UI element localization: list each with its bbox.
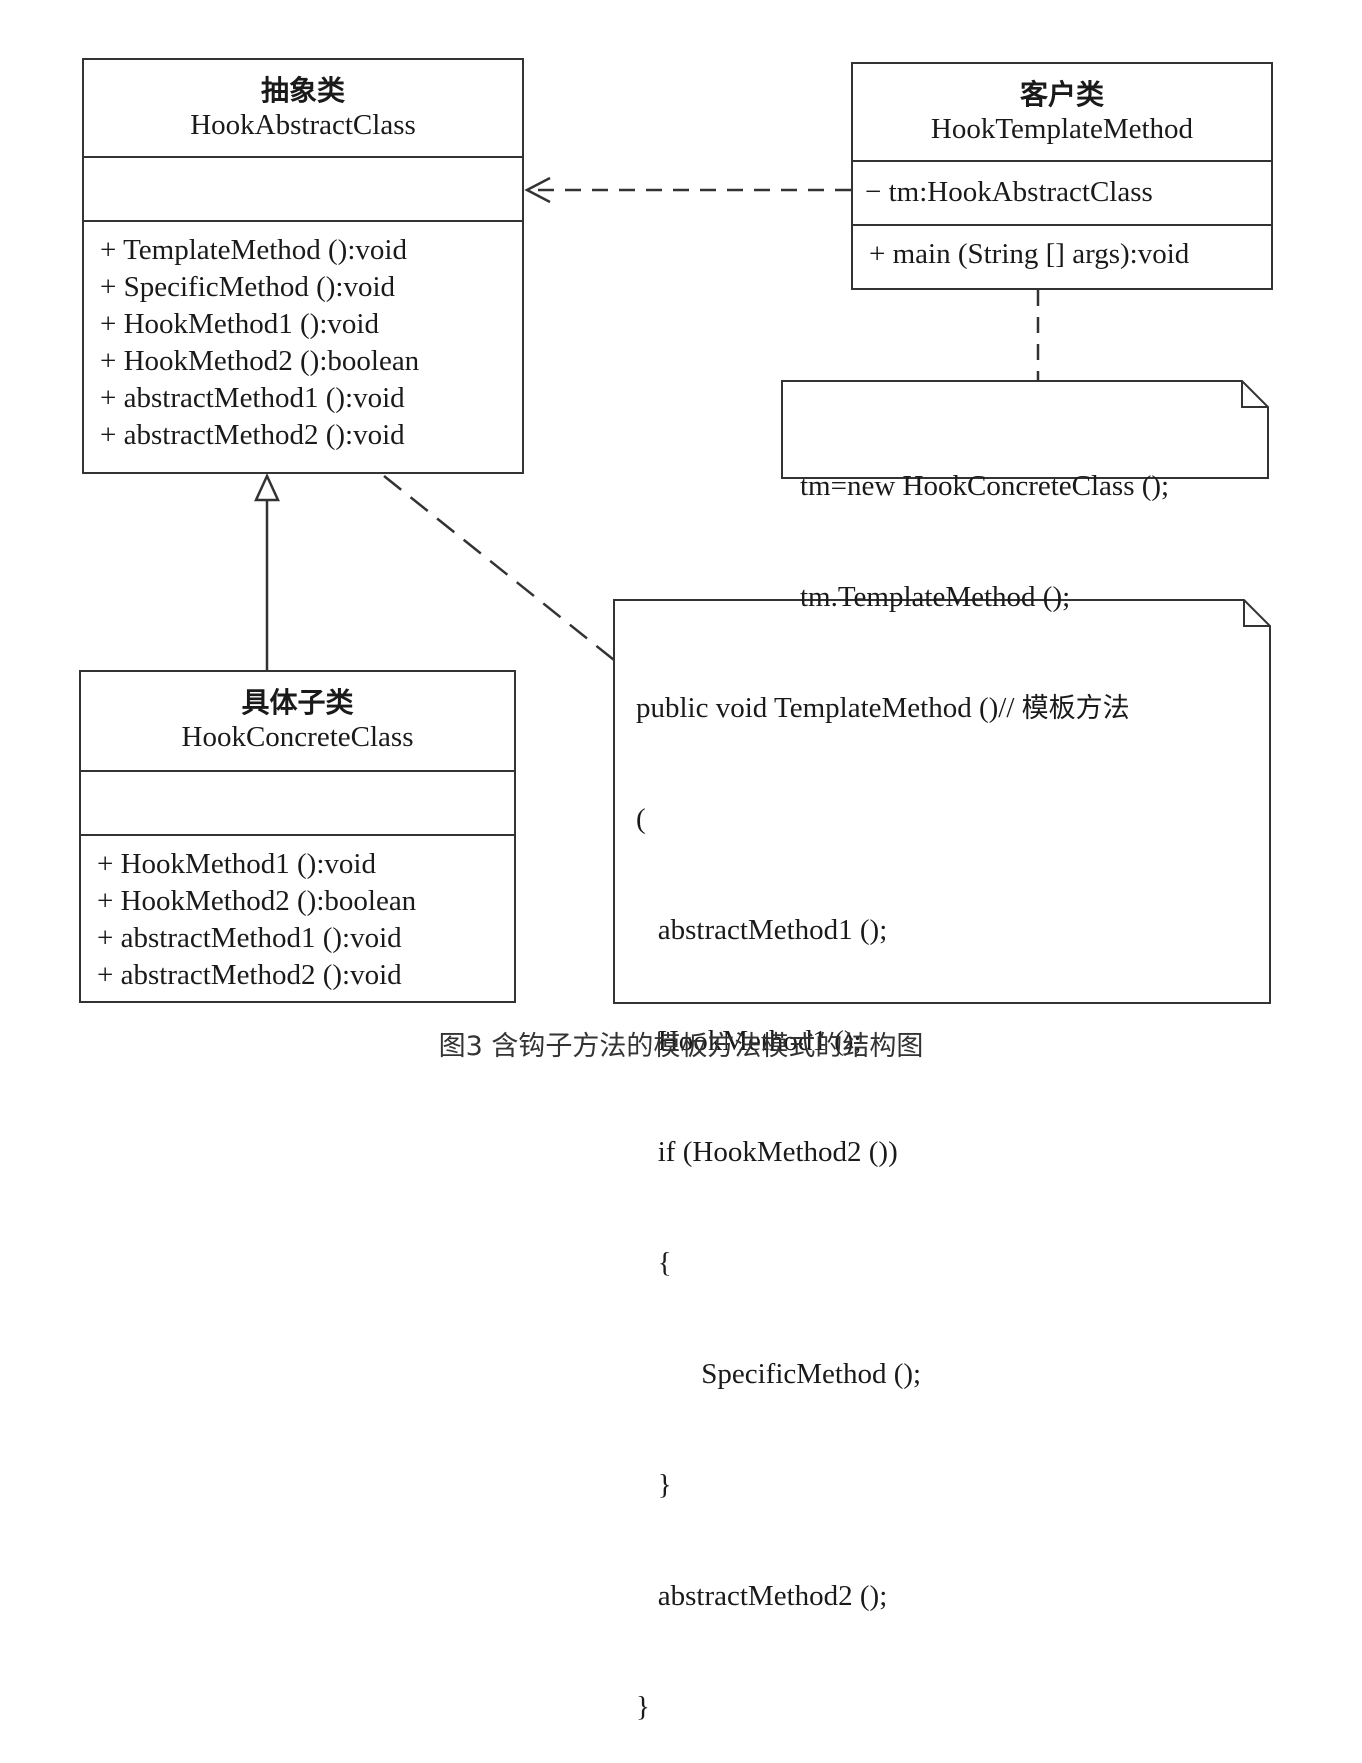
- template-note-fold: [1243, 600, 1270, 627]
- operation: + HookMethod2 ():boolean: [97, 885, 417, 917]
- concrete-class-header: 具体子类 HookConcreteClass: [81, 672, 514, 772]
- operation: + abstractMethod1 ():void: [97, 922, 402, 954]
- client-class-operations: + main (String [] args):void: [853, 226, 1271, 273]
- abstract-class-header: 抽象类 HookAbstractClass: [84, 60, 522, 158]
- client-note-text: tm=new HookConcreteClass (); tm.Template…: [800, 394, 1169, 653]
- attribute: − tm:HookAbstractClass: [865, 176, 1153, 208]
- abstract-class-box: 抽象类 HookAbstractClass + TemplateMethod (…: [82, 58, 524, 474]
- concrete-class-operations: + HookMethod1 ():void + HookMethod2 ():b…: [81, 836, 514, 994]
- note-line: abstractMethod1 ();: [636, 914, 888, 946]
- concrete-class-attributes: [81, 772, 514, 836]
- client-note-shape: [781, 380, 1269, 479]
- operation: + abstractMethod1 ():void: [100, 382, 405, 414]
- note-line: (: [636, 803, 646, 835]
- operation: + HookMethod1 ():void: [97, 848, 376, 880]
- concrete-class-stereotype: 具体子类: [241, 686, 354, 719]
- client-class-stereotype: 客户类: [1019, 78, 1104, 111]
- operation: + SpecificMethod ():void: [100, 271, 396, 303]
- figure-caption: 图3 含钩子方法的模板方法模式的结构图: [438, 1031, 924, 1062]
- operation: + TemplateMethod ():void: [100, 234, 407, 266]
- note-line: SpecificMethod ();: [636, 1358, 922, 1390]
- client-class-box: 客户类 HookTemplateMethod − tm:HookAbstract…: [851, 62, 1273, 290]
- operation: + HookMethod2 ():boolean: [100, 345, 420, 377]
- dependency-arrowhead: [524, 176, 551, 204]
- abstract-class-attributes: [84, 158, 522, 222]
- abstract-class-name: HookAbstractClass: [190, 109, 416, 141]
- note-line: abstractMethod2 ();: [636, 1580, 888, 1612]
- operation: + main (String [] args):void: [869, 238, 1190, 270]
- template-note-text: public void TemplateMethod ()// 模板方法 ( a…: [636, 616, 1130, 1763]
- client-class-header: 客户类 HookTemplateMethod: [853, 64, 1271, 162]
- client-class-name: HookTemplateMethod: [930, 113, 1194, 145]
- operation: + abstractMethod2 ():void: [100, 419, 405, 451]
- note-line: }: [636, 1469, 672, 1501]
- operation: + abstractMethod2 ():void: [97, 959, 402, 991]
- note-line: tm=new HookConcreteClass ();: [800, 470, 1170, 502]
- abstract-class-operations: + TemplateMethod ():void + SpecificMetho…: [84, 222, 522, 454]
- template-note-anchor: [383, 475, 615, 661]
- client-note-fold: [1241, 381, 1268, 408]
- note-line: if (HookMethod2 ()): [636, 1136, 898, 1168]
- note-line: {: [636, 1247, 672, 1279]
- operation: + HookMethod1 ():void: [100, 308, 379, 340]
- note-line: tm.TemplateMethod ();: [800, 581, 1071, 613]
- note-code: public void TemplateMethod ()//: [636, 692, 1022, 724]
- note-comment: 模板方法: [1021, 693, 1130, 724]
- concrete-class-name: HookConcreteClass: [181, 721, 414, 753]
- abstract-class-stereotype: 抽象类: [260, 74, 345, 107]
- note-line: }: [636, 1691, 650, 1723]
- note-line-signature: public void TemplateMethod ()// 模板方法: [636, 690, 1130, 727]
- client-class-attributes: − tm:HookAbstractClass: [853, 162, 1271, 226]
- note-line: HookMethod1 ();: [636, 1025, 862, 1057]
- concrete-class-box: 具体子类 HookConcreteClass + HookMethod1 ():…: [79, 670, 516, 1003]
- generalization-triangle: [254, 472, 280, 502]
- template-note-shape: [613, 599, 1271, 1004]
- relationship-lines: [254, 176, 1271, 1004]
